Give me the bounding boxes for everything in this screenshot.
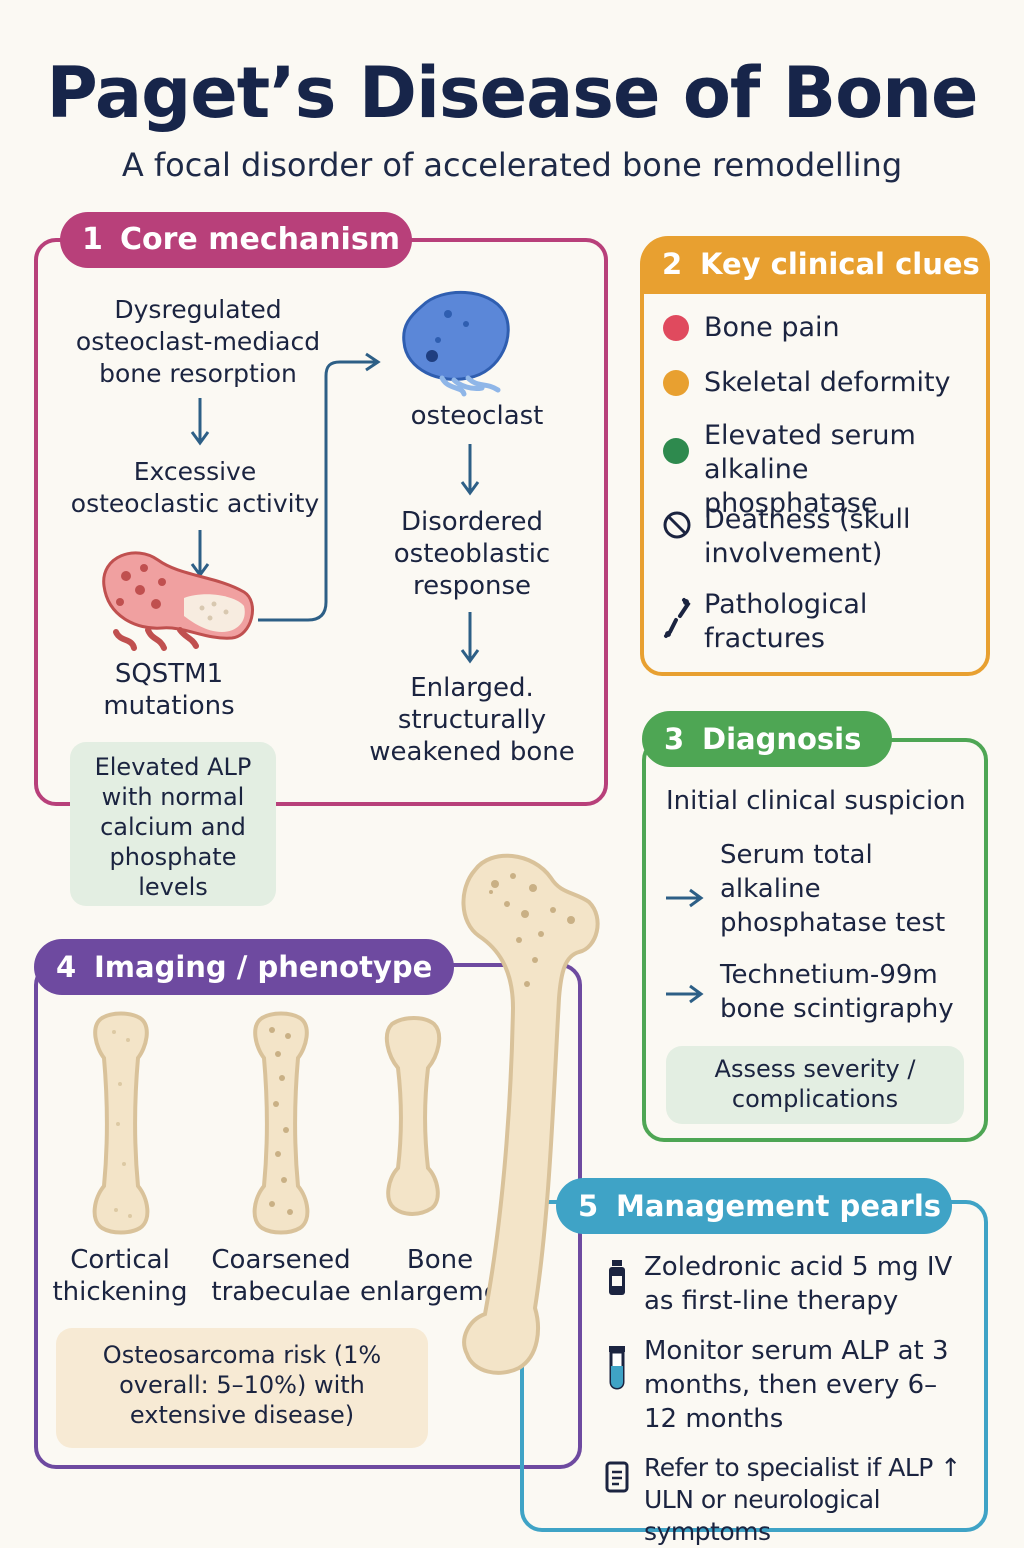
green-dot-icon — [663, 438, 689, 464]
mechanism-step-mutations: SQSTM1 mutations — [103, 659, 235, 721]
panel-clinical-clues-tab: 2 Key clinical clues — [640, 236, 990, 294]
broken-bone-icon — [664, 598, 691, 638]
diagnosis-scintigraphy: Technetium-99m bone scintigraphy — [720, 960, 954, 1024]
page-title: Paget’s Disease of Bone — [46, 52, 979, 134]
arrow-right-icon — [666, 984, 704, 1004]
panel-title: Key clinical clues — [700, 247, 980, 281]
diagnosis-alp-test: Serum total alkaline phosphatase test — [720, 840, 946, 938]
connector-arrow — [258, 352, 381, 622]
management-zoledronic: Zoledronic acid 5 mg IV as first-line th… — [644, 1252, 953, 1316]
osteoclast-icon — [402, 290, 510, 397]
clue-skeletal-deformity: Skeletal deformity — [704, 367, 951, 398]
femur-bone-icon — [461, 853, 600, 1375]
test-tube-icon — [609, 1346, 625, 1390]
panel-number: 3 — [664, 722, 685, 756]
imaging-label-trabeculae: Coarsened trabeculae — [211, 1245, 351, 1307]
mechanism-step-osteoclast: osteoclast — [410, 401, 544, 431]
panel-core-mechanism-tab: 1 Core mechanism — [60, 212, 412, 268]
clue-elevated-alp: Elevated serum alkaline phosphatase — [704, 420, 916, 519]
arrow-down-icon — [460, 612, 480, 664]
page-subtitle: A focal disorder of accelerated bone rem… — [121, 146, 903, 184]
panel-title: Core mechanism — [120, 222, 400, 257]
imaging-label-cortical: Cortical thickening — [52, 1245, 188, 1307]
cortical-bone-icon — [92, 1011, 150, 1235]
mechanism-step-osteoblastic: Disordered osteoblastic response — [393, 507, 551, 601]
panel-management-tab: 5 Management pearls — [556, 1178, 952, 1234]
red-dot-icon — [663, 315, 689, 341]
arrow-right-icon — [666, 888, 704, 908]
orange-dot-icon — [663, 370, 689, 396]
pagetic-bone-icon — [102, 551, 254, 651]
diagnosis-note: Assess severity / complications — [666, 1046, 964, 1124]
panel-number: 1 — [82, 222, 103, 257]
clue-fractures: Pathological fractures — [704, 589, 868, 654]
panel-title: Imaging / phenotype — [94, 950, 433, 984]
imaging-note: Osteosarcoma risk (1% overall: 5–10%) wi… — [56, 1328, 428, 1448]
clue-deafness: Deatness (skull involvement) — [704, 504, 911, 569]
mechanism-step-resorption: Dysregulated osteoclast-mediacd bone res… — [75, 295, 321, 388]
enlarged-bone-icon — [384, 1016, 442, 1216]
diagnosis-intro: Initial clinical suspicion — [666, 786, 966, 816]
arrow-down-icon — [190, 398, 210, 446]
panel-imaging-tab: 4 Imaging / phenotype — [34, 939, 454, 995]
panel-number: 5 — [578, 1189, 599, 1223]
trabeculae-bone-icon — [252, 1011, 310, 1235]
panel-title: Diagnosis — [702, 722, 862, 756]
panel-title: Management pearls — [616, 1189, 942, 1223]
clue-bone-pain: Bone pain — [704, 312, 840, 343]
arrow-down-icon — [460, 444, 480, 496]
clipboard-icon — [605, 1461, 629, 1493]
panel-number: 4 — [56, 950, 77, 984]
mechanism-step-activity: Excessive osteoclastic activity — [70, 457, 320, 518]
management-refer: Refer to specialist if ALP ↑ ULN or neur… — [644, 1453, 961, 1546]
mechanism-step-weakened-bone: Enlarged. structurally weakened bone — [369, 673, 575, 767]
panel-diagnosis-tab: 3 Diagnosis — [642, 711, 892, 767]
panel-number: 2 — [662, 247, 683, 281]
no-hearing-icon — [663, 511, 691, 539]
mechanism-note: Elevated ALP with normal calcium and pho… — [70, 742, 276, 906]
management-monitor-alp: Monitor serum ALP at 3 months, then ever… — [644, 1336, 949, 1434]
medicine-vial-icon — [609, 1260, 625, 1295]
